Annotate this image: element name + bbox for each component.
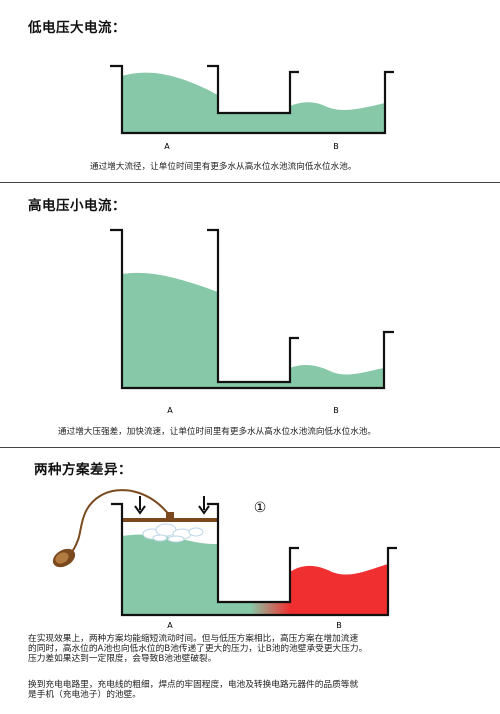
comparison-diagram: ① A B: [52, 489, 397, 630]
pool-b-water: [290, 365, 384, 388]
hose: [69, 489, 171, 555]
down-arrow-icon: [134, 496, 210, 515]
paragraph-line: 是手机（充电池子）的池壁。: [28, 690, 141, 701]
divider-1: [0, 182, 500, 183]
high-voltage-diagram: A B: [110, 228, 394, 415]
low-voltage-diagram: A B: [110, 64, 394, 151]
plunger-plate: [122, 518, 218, 522]
label-a: A: [167, 406, 173, 415]
label-b: B: [333, 406, 339, 415]
label-b: B: [333, 142, 339, 151]
pool-walls: [111, 502, 397, 617]
pool-walls: [110, 228, 394, 390]
paragraph-line: 压力差如果达到一定限度，会导致B池池壁破裂。: [28, 654, 217, 665]
section1-caption: 通过增大流径，让单位时间里有更多水从高水位水池流向低水位水池。: [90, 162, 357, 172]
paragraph-line: 在实现效果上，两种方案均能缩短流动时间。但与低压方案相比，高压方案在增加流速: [28, 634, 359, 644]
section3-title: 两种方案差异：: [34, 462, 132, 478]
pool-b-water: [290, 102, 385, 132]
difference-paragraph-2: 换到充电电路里，充电线的粗细，焊点的牢固程度，电池及转换电路元器件的品质等就 是…: [28, 680, 358, 700]
paragraph-line: 换到充电电路里，充电线的粗细，焊点的牢固程度，电池及转换电路元器件的品质等就: [28, 680, 359, 690]
pool-a-water: [122, 534, 218, 615]
section2-caption: 通过增大压强差，加快流速，让单位时间里有更多水从高水位水池流向低水位水池。: [58, 427, 376, 437]
pressure-foam: [142, 523, 204, 543]
pipe-water: [218, 112, 290, 132]
divider-2: [0, 447, 500, 448]
label-b: B: [336, 621, 342, 630]
marker-circled-1: ①: [254, 500, 267, 516]
label-a: A: [167, 621, 173, 630]
plunger-nozzle: [166, 512, 174, 518]
pipe-water: [218, 602, 290, 615]
pipe-water: [218, 382, 290, 388]
paragraph-line: 的同时，高水位的A池也向低水位的B池传递了更大的压力，让B池的池壁承受更大压力。: [28, 644, 368, 655]
pool-a-water: [122, 72, 218, 132]
section1-title: 低电压大电流：: [28, 20, 126, 36]
pool-walls: [110, 64, 394, 135]
difference-paragraph-1: 在实现效果上，两种方案均能缩短流动时间。但与低压方案相比，高压方案在增加流速 的…: [28, 634, 367, 665]
label-a: A: [164, 142, 170, 151]
section2-title: 高电压小电流：: [28, 198, 126, 214]
pool-b-red-water: [290, 564, 388, 615]
pool-a-water: [122, 272, 218, 388]
